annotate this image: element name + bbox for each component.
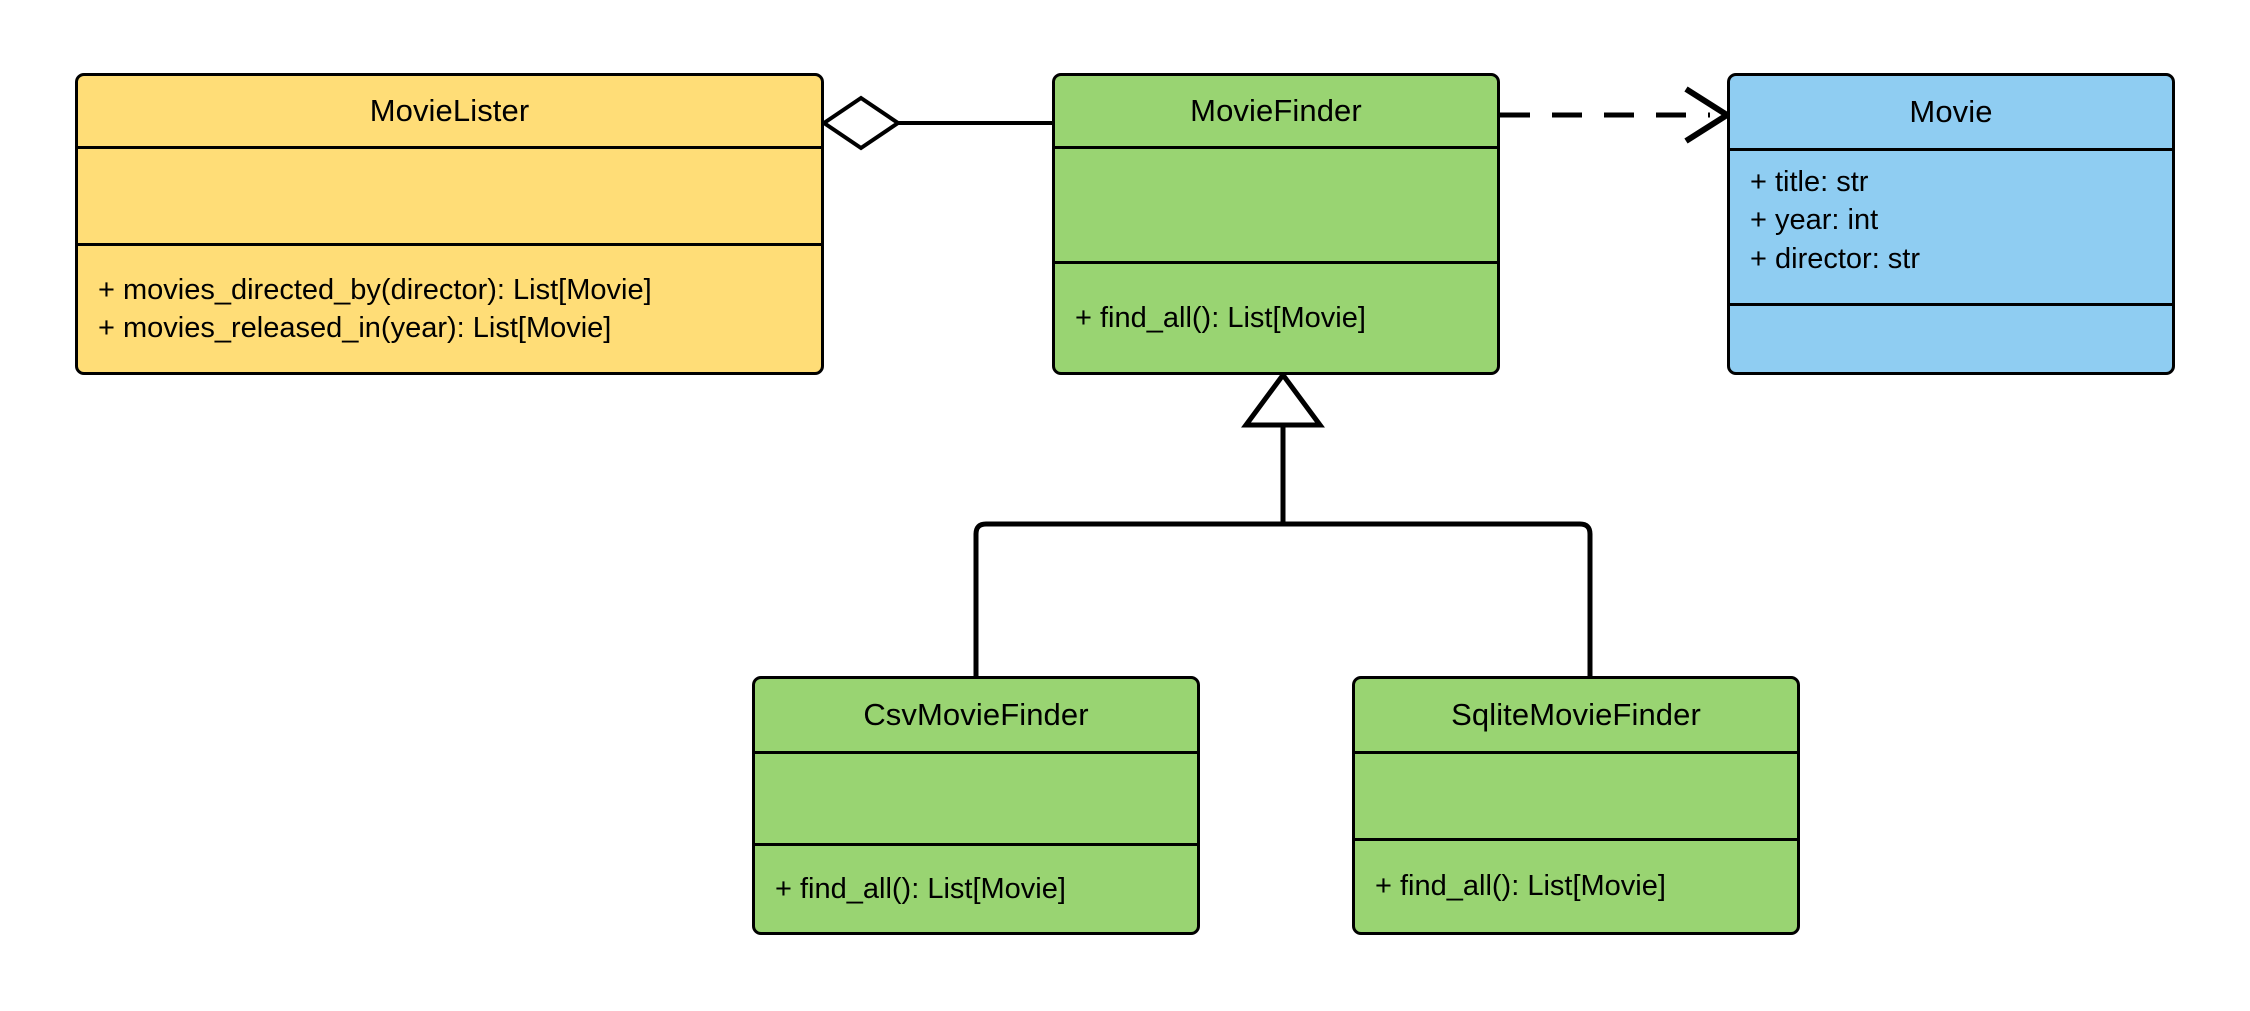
hollow-triangle-marker	[1241, 370, 1325, 428]
class-attributes-compartment: + title: str + year: int + director: str	[1730, 148, 2172, 303]
class-operations-compartment	[1730, 303, 2172, 372]
class-operations-compartment: + movies_directed_by(director): List[Mov…	[78, 243, 821, 372]
open-arrow-marker	[1684, 86, 1733, 144]
class-title: Movie	[1909, 93, 1993, 129]
uml-class-movie-finder[interactable]: MovieFinder + find_all(): List[Movie]	[1052, 73, 1500, 375]
operation-item: + find_all(): List[Movie]	[1375, 870, 1666, 903]
class-attributes-compartment	[1055, 146, 1497, 261]
class-title: SqliteMovieFinder	[1451, 696, 1701, 732]
hollow-diamond-marker	[820, 95, 902, 151]
class-name-compartment: Movie	[1730, 76, 2172, 148]
edge-aggregation-lister-finder	[820, 95, 1052, 151]
operation-item: + movies_directed_by(director): List[Mov…	[98, 273, 652, 306]
class-name-compartment: MovieLister	[78, 76, 821, 146]
class-operations-compartment: + find_all(): List[Movie]	[755, 843, 1197, 932]
class-operations-compartment: + find_all(): List[Movie]	[1055, 261, 1497, 372]
operation-item: + find_all(): List[Movie]	[775, 872, 1066, 905]
class-operations-compartment: + find_all(): List[Movie]	[1355, 838, 1797, 932]
uml-class-sqlite-movie-finder[interactable]: SqliteMovieFinder + find_all(): List[Mov…	[1352, 676, 1800, 935]
class-title: MovieFinder	[1190, 92, 1362, 128]
generalization-branch-bar	[973, 521, 1593, 676]
class-attributes-compartment	[755, 751, 1197, 843]
operation-item: + find_all(): List[Movie]	[1075, 301, 1366, 334]
class-name-compartment: CsvMovieFinder	[755, 679, 1197, 751]
operation-item: + movies_released_in(year): List[Movie]	[98, 312, 612, 344]
uml-class-csv-movie-finder[interactable]: CsvMovieFinder + find_all(): List[Movie]	[752, 676, 1200, 935]
edge-generalization-subclasses-finder	[973, 370, 1593, 676]
class-attributes-compartment	[78, 146, 821, 243]
class-attributes-compartment	[1355, 751, 1797, 838]
attribute-item: + year: int	[1750, 204, 1879, 237]
class-title: MovieLister	[369, 92, 530, 128]
class-name-compartment: SqliteMovieFinder	[1355, 679, 1797, 751]
attribute-item: + title: str	[1750, 166, 1869, 198]
class-title: CsvMovieFinder	[863, 696, 1089, 732]
uml-class-movie[interactable]: Movie + title: str + year: int + directo…	[1727, 73, 2175, 375]
attribute-item: + director: str	[1750, 242, 1921, 275]
uml-class-movie-lister[interactable]: MovieLister + movies_directed_by(directo…	[75, 73, 824, 375]
class-name-compartment: MovieFinder	[1055, 76, 1497, 146]
edge-dependency-finder-movie	[1500, 86, 1733, 144]
